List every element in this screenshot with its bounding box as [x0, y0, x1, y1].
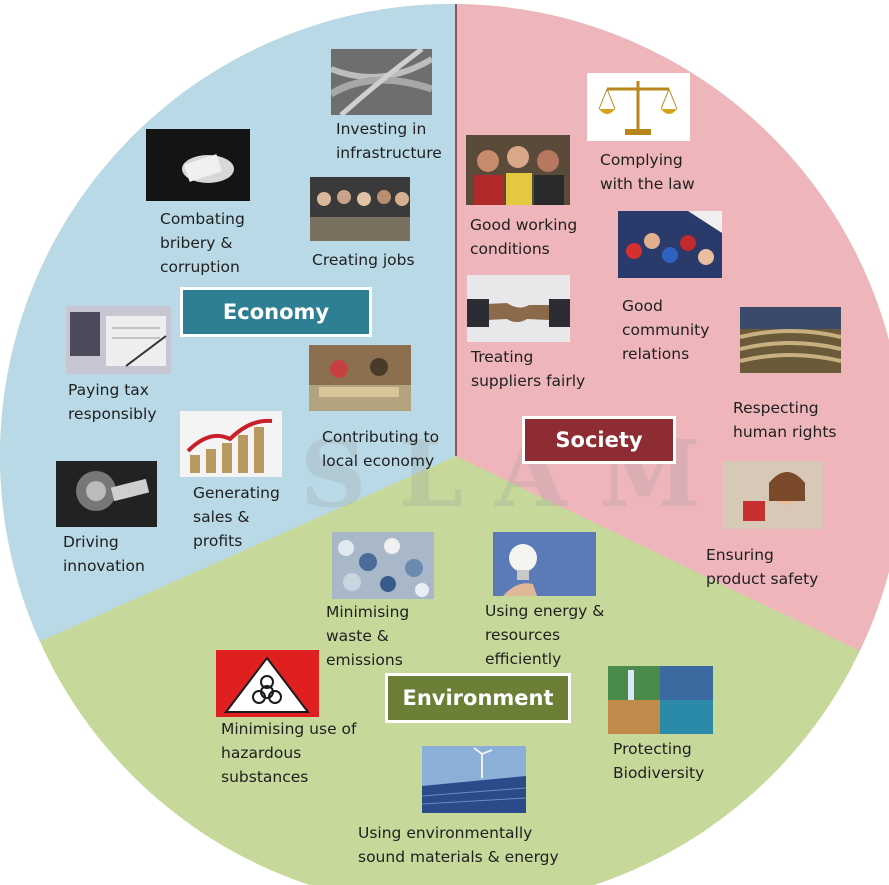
waste-photo	[332, 532, 434, 599]
energy-photo	[493, 532, 596, 596]
label-working-conditions: Good working conditions	[470, 216, 578, 258]
materials-photo	[422, 746, 526, 813]
label-treating-suppliers: Treating suppliers fairly	[471, 348, 586, 390]
bribery-photo	[146, 129, 250, 201]
infrastructure-photo	[331, 49, 432, 115]
label-using-energy: Using energy & resources efficiently	[485, 602, 605, 668]
light-bulb-icon	[493, 532, 596, 596]
label-sound-materials: Using environmentally sound materials & …	[358, 824, 559, 866]
human-rights-photo	[740, 307, 841, 373]
label-investing-infrastructure: Investing in infrastructure	[336, 120, 442, 162]
community-photo	[618, 211, 722, 278]
label-generating-sales: Generating sales & profits	[193, 484, 280, 550]
innovation-photo	[56, 461, 157, 527]
label-creating-jobs: Creating jobs	[312, 251, 415, 269]
jobs-photo	[310, 177, 410, 241]
label-hazardous-substances: Minimising use of hazardous substances	[221, 720, 357, 786]
hazardous-photo	[216, 650, 319, 717]
product-safety-photo	[723, 461, 823, 529]
label-minimising-waste: Minimising waste & emissions	[326, 603, 410, 669]
scales-of-justice-icon	[587, 73, 690, 141]
law-photo	[587, 73, 690, 141]
label-local-economy: Contributing to local economy	[322, 428, 440, 470]
biohazard-icon	[216, 650, 319, 717]
label-driving-innovation: Driving innovation	[63, 533, 145, 575]
sales-photo	[180, 411, 282, 477]
label-complying-law: Complying with the law	[600, 151, 695, 193]
label-human-rights: Respecting human rights	[733, 399, 837, 441]
economy-heading: Economy	[180, 287, 372, 337]
environment-heading: Environment	[385, 673, 571, 723]
working-conditions-photo	[466, 135, 570, 205]
tax-photo	[66, 306, 171, 374]
label-combating-bribery: Combating bribery & corruption	[160, 210, 245, 276]
suppliers-photo	[467, 275, 570, 342]
society-heading: Society	[522, 416, 676, 464]
biodiversity-photo	[608, 666, 713, 734]
label-paying-tax: Paying tax responsibly	[68, 381, 157, 423]
local-economy-photo	[309, 345, 411, 411]
label-product-safety: Ensuring product safety	[706, 546, 819, 588]
label-community-relations: Good community relations	[622, 297, 710, 363]
label-protecting-biodiversity: Protecting Biodiversity	[613, 740, 705, 782]
